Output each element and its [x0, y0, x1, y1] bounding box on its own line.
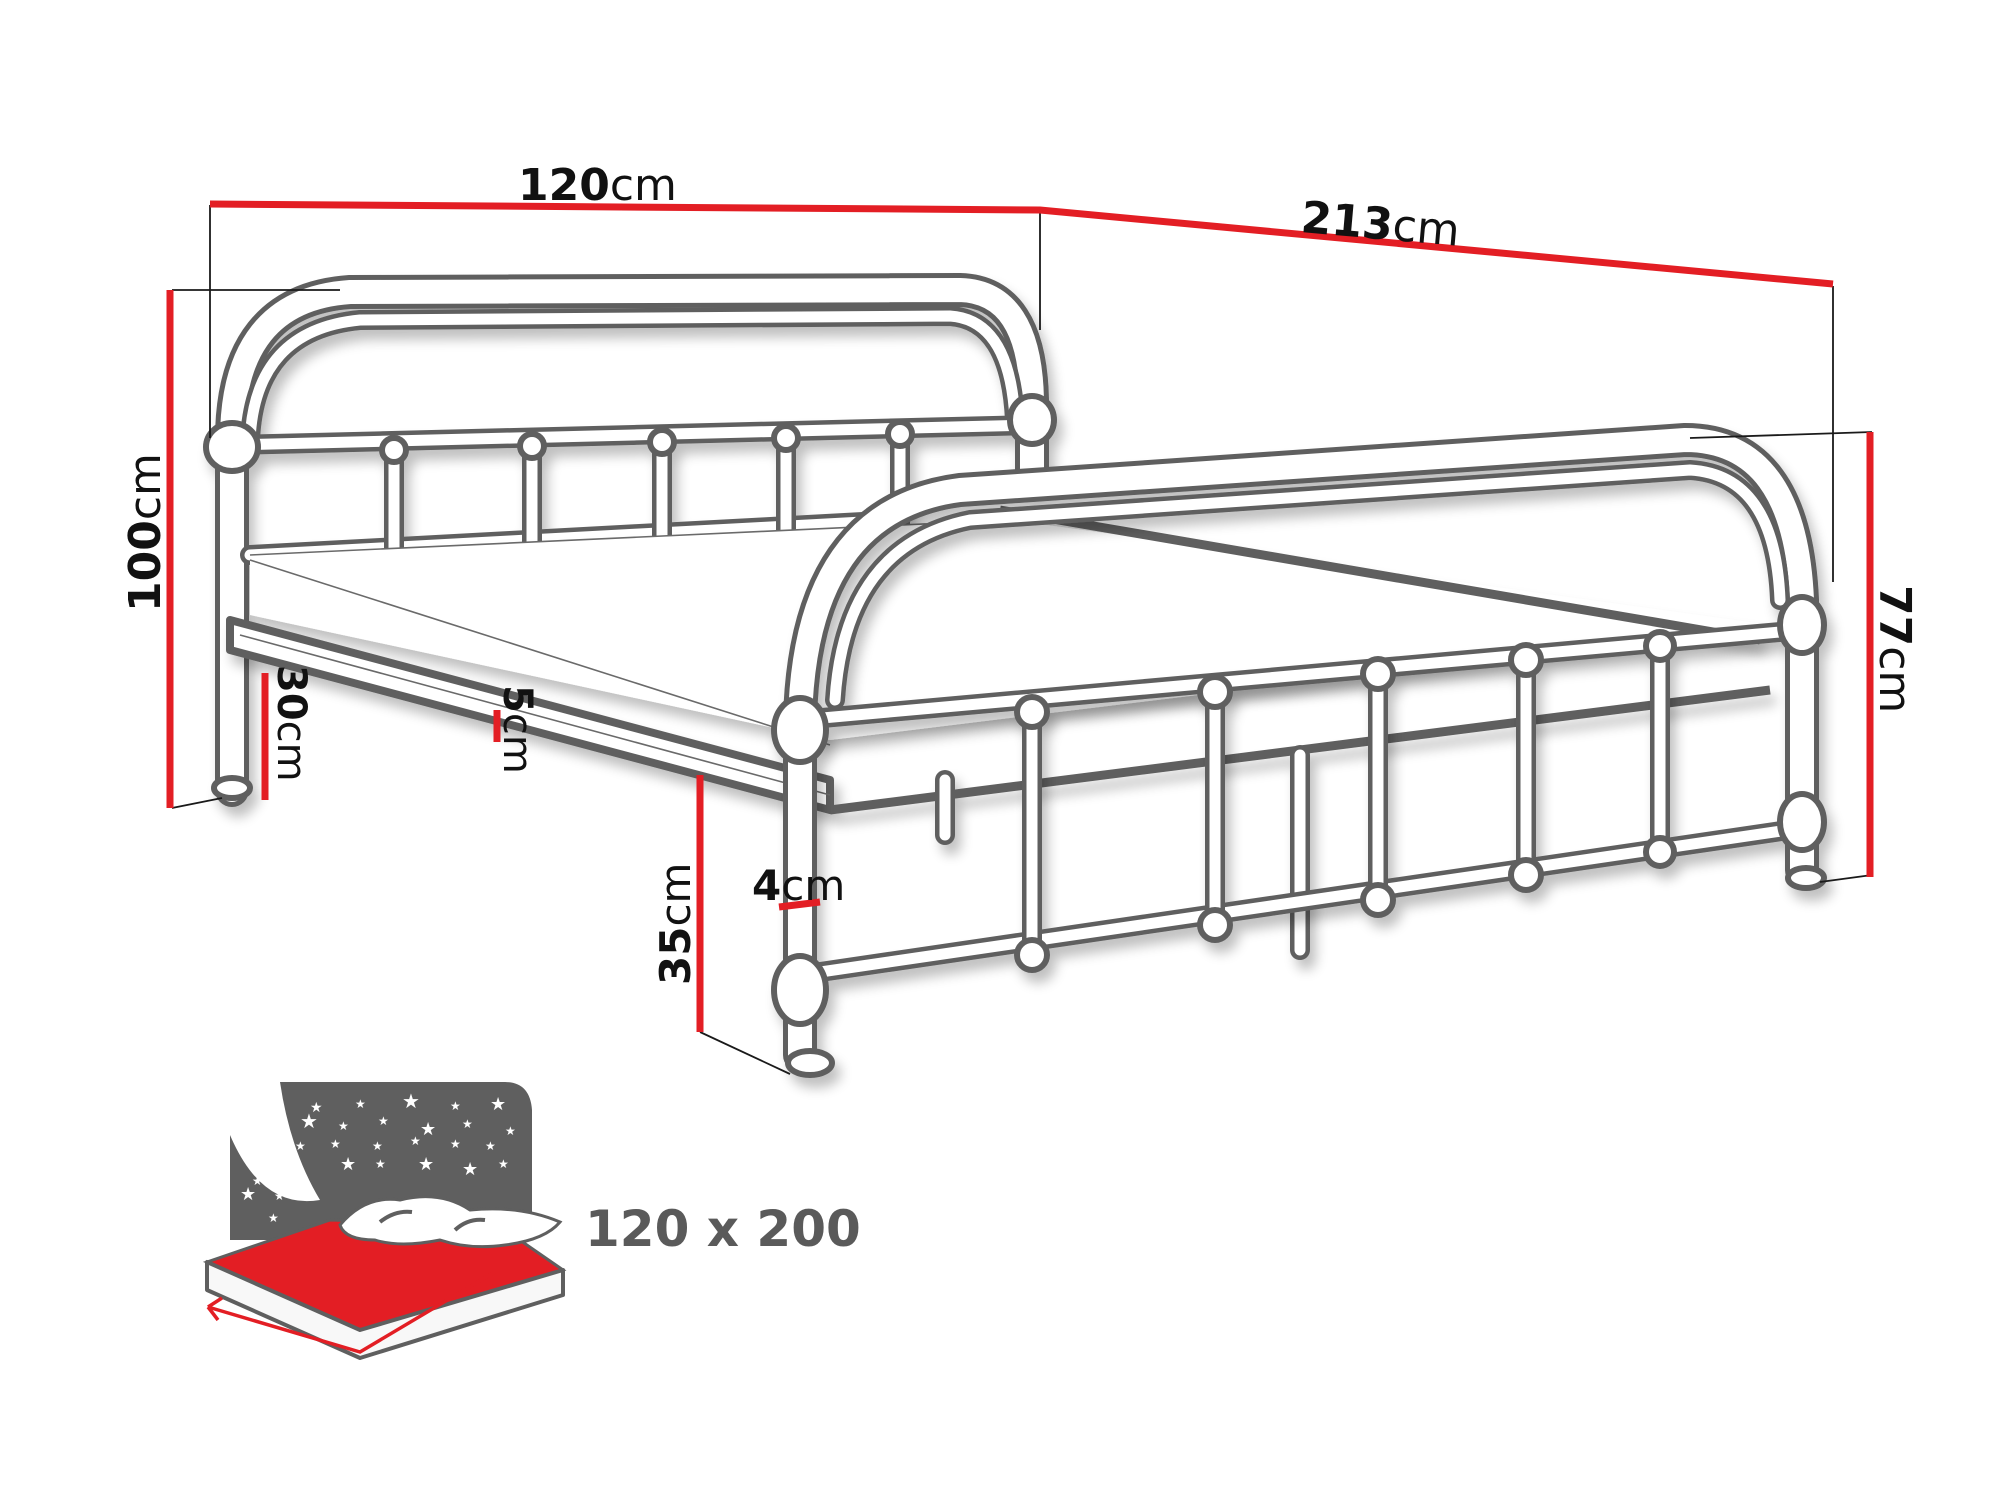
length-label: 213cm [1299, 192, 1462, 257]
svg-text:★: ★ [274, 1189, 285, 1203]
svg-text:★: ★ [378, 1114, 389, 1128]
post-diameter-dim-line [778, 898, 821, 911]
night-sky-icon [230, 1082, 532, 1240]
svg-text:★: ★ [490, 1094, 506, 1115]
svg-text:★: ★ [462, 1159, 478, 1180]
footboard [771, 423, 1827, 1078]
svg-text:★: ★ [498, 1157, 509, 1171]
rail-height-label: 35cm [651, 863, 700, 985]
svg-text:★: ★ [462, 1117, 473, 1131]
svg-text:★: ★ [372, 1139, 383, 1153]
svg-text:★: ★ [420, 1119, 436, 1140]
headboard-height-label: 100cm [120, 453, 171, 612]
svg-text:★: ★ [268, 1211, 279, 1225]
stars-icon: ★ ★ ★ ★ ★ ★ ★ ★ ★ ★ ★ ★ ★ ★ ★ ★ ★ ★ ★ ★ … [240, 1089, 516, 1225]
width-label: 120cm [518, 160, 677, 211]
footboard-height-label: 77cm [1869, 585, 1920, 713]
mattress-size-icon: ★ ★ ★ ★ ★ ★ ★ ★ ★ ★ ★ ★ ★ ★ ★ ★ ★ ★ ★ ★ … [202, 1082, 861, 1360]
width-length-dim-line [209, 200, 1834, 288]
svg-text:★: ★ [340, 1154, 356, 1175]
dimension-labels: 120cm 213cm 100cm 77cm 30cm 5cm 35cm 4cm [120, 160, 1920, 985]
svg-text:★: ★ [410, 1134, 421, 1148]
footboard-spindles [1022, 636, 1670, 965]
extension-lines [171, 205, 1873, 1075]
svg-text:★: ★ [330, 1137, 341, 1151]
svg-text:★: ★ [300, 1109, 318, 1133]
headboard [203, 273, 1057, 807]
svg-text:★: ★ [310, 1100, 323, 1116]
rail-thickness-label: 5cm [494, 685, 540, 774]
svg-text:★: ★ [295, 1139, 306, 1153]
mattress-size-label: 120 x 200 [585, 1200, 861, 1258]
svg-text:★: ★ [505, 1124, 516, 1138]
svg-text:★: ★ [450, 1137, 461, 1151]
svg-text:★: ★ [485, 1139, 496, 1153]
svg-text:★: ★ [418, 1154, 434, 1175]
clearance-label: 30cm [268, 665, 314, 782]
post-diameter-label: 4cm [752, 861, 845, 910]
svg-text:★: ★ [252, 1174, 263, 1188]
dimension-lines [166, 200, 1874, 1032]
svg-text:★: ★ [450, 1099, 461, 1113]
svg-text:★: ★ [375, 1157, 386, 1171]
bed-platform [226, 505, 1771, 960]
svg-text:★: ★ [240, 1184, 256, 1205]
svg-text:★: ★ [338, 1119, 349, 1133]
svg-text:★: ★ [280, 1151, 291, 1165]
svg-text:★: ★ [355, 1097, 366, 1111]
svg-text:★: ★ [402, 1089, 420, 1113]
